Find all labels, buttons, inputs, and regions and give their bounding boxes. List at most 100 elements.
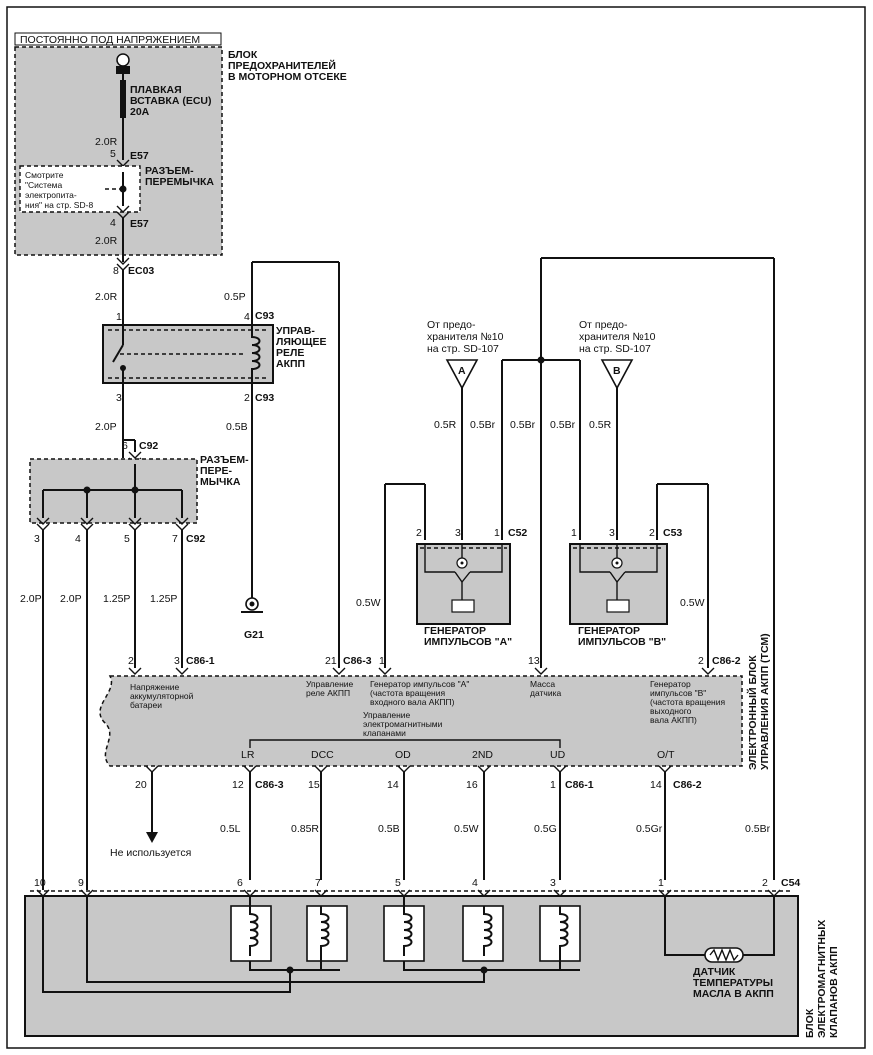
- wire-label: 0.5Br: [745, 823, 771, 835]
- gen-a-label-1: ГЕНЕРАТОР: [424, 625, 486, 637]
- pin-number: 13: [528, 655, 540, 667]
- wire-label: 2.0R: [95, 235, 118, 247]
- pin-number: 16: [466, 779, 478, 791]
- source-a-text-1: От предо-: [427, 319, 476, 331]
- temp-sensor-label-3: МАСЛА В АКПП: [693, 988, 774, 1000]
- tcm-gen-a-3: входного вала АКПП): [370, 697, 455, 707]
- wire-label: 0.5W: [454, 823, 479, 835]
- solenoid-coil-icon: [320, 906, 330, 956]
- pin-number: 2: [244, 392, 250, 404]
- temp-sensor-label-1: ДАТЧИК: [693, 966, 736, 978]
- pin-number: 1: [379, 655, 385, 667]
- solenoid-side-label-2: ЭЛЕКТРОМАГНИТНЫХ: [816, 920, 828, 1038]
- connector-label: C92: [186, 533, 205, 545]
- pin-number: 2: [416, 527, 422, 539]
- pin-number: 2: [698, 655, 704, 667]
- source-b-text-3: на стр. SD-107: [579, 343, 651, 355]
- solenoid-side-label-3: КЛАПАНОВ АКПП: [828, 946, 840, 1038]
- wire-label: 0.5Gr: [636, 823, 663, 835]
- solenoid-coil-icon: [483, 906, 493, 956]
- pin-number: 7: [315, 877, 321, 889]
- terminal-base-icon: [116, 66, 130, 74]
- wire-label: 0.5P: [224, 291, 246, 303]
- source-b-text-1: От предо-: [579, 319, 628, 331]
- outer-frame: [6, 6, 866, 1049]
- pin-number: 1: [571, 527, 577, 539]
- pin-number: 5: [124, 533, 130, 545]
- tcm-solenoid-ctrl-1: Управление: [363, 710, 411, 720]
- tcm-out-od: OD: [395, 749, 411, 761]
- fuse-block-title-2: ПРЕДОХРАНИТЕЛЕЙ: [228, 59, 336, 72]
- wire-label: 0.5B: [226, 421, 248, 433]
- relay-title-4: АКПП: [276, 358, 305, 370]
- relay-title-1: УПРАВ-: [276, 325, 315, 337]
- tcm-gen-a-2: (частота вращения: [370, 688, 445, 698]
- tcm-top-chevrons-icon: [128, 667, 715, 675]
- tcm-bottom-chevrons-icon: [145, 765, 672, 773]
- jumper2-title-1: РАЗЪЕМ-: [200, 454, 249, 466]
- tcm-gen-b-4: выходного: [650, 706, 692, 716]
- tcm-sensor-gnd-2: датчика: [530, 688, 561, 698]
- wire-label: 0.5Br: [510, 419, 536, 431]
- pin-number: 6: [122, 440, 128, 452]
- tcm-battery-2: аккумуляторной: [130, 691, 194, 701]
- tcm-side-label-2: УПРАВЛЕНИЯ АКПП (ТСМ): [759, 633, 771, 770]
- fuse-label-3: 20A: [130, 106, 150, 118]
- always-hot-label: ПОСТОЯННО ПОД НАПРЯЖЕНИЕМ: [20, 34, 200, 46]
- wire-label: 0.5G: [534, 823, 557, 835]
- pin-number: 12: [232, 779, 244, 791]
- pin-number: 4: [472, 877, 478, 889]
- wire-label: 0.5R: [589, 419, 612, 431]
- wire-label: 1.25P: [150, 593, 177, 605]
- pin-number: 4: [244, 311, 250, 323]
- pin-number: 3: [34, 533, 40, 545]
- jumper2-title-3: МЫЧКА: [200, 476, 241, 488]
- pin-number: 2: [649, 527, 655, 539]
- connector-label: C86-2: [673, 779, 702, 791]
- source-b-triangle-icon: [600, 359, 634, 390]
- pin-number: 3: [609, 527, 615, 539]
- tcm-relay-box: [102, 324, 274, 384]
- solenoid-coil-icon: [403, 906, 413, 956]
- tcm-solenoid-ctrl-3: клапанами: [363, 728, 406, 738]
- tcm-side-label-1: ЭЛЕКТРОННЫЙ БЛОК: [746, 655, 759, 770]
- not-used-arrow-icon: [146, 832, 158, 843]
- connector-label: C93: [255, 310, 274, 322]
- wire-label: 2.0P: [60, 593, 82, 605]
- connector-label: E57: [130, 218, 149, 230]
- tcm-gen-b-1: Генератор: [650, 679, 691, 689]
- ground-label: G21: [244, 629, 264, 641]
- connector-label: C54: [781, 877, 800, 889]
- jumper-note-3: электропита-: [25, 190, 77, 200]
- source-b-letter: B: [613, 365, 621, 377]
- wire-label: 0.5L: [220, 823, 241, 835]
- wire-label: 2.0R: [95, 291, 118, 303]
- battery-terminal-icon: [116, 53, 130, 67]
- tcm-solenoid-bracket: [249, 739, 561, 748]
- fuse-block: [14, 46, 223, 256]
- source-b-text-2: хранителя №10: [579, 331, 656, 343]
- relay-title-3: РЕЛЕ: [276, 347, 304, 359]
- pin-number: 2: [128, 655, 134, 667]
- pin-number: 21: [325, 655, 337, 667]
- solenoid-coil-icon: [559, 906, 569, 956]
- temp-sensor-wiring: [664, 896, 775, 956]
- pin-number: 15: [308, 779, 320, 791]
- wire-label: 2.0P: [20, 593, 42, 605]
- wire-label: 0.85R: [291, 823, 319, 835]
- tcm-out-lr: LR: [241, 749, 255, 761]
- wire-label: 0.5Br: [470, 419, 496, 431]
- tcm-relay-ctrl-1: Управление: [306, 679, 354, 689]
- tcm-solenoid-ctrl-2: электромагнитными: [363, 719, 443, 729]
- tcm-sensor-gnd-1: Масса: [530, 679, 555, 689]
- gen-a-label-2: ИМПУЛЬСОВ "А": [424, 636, 512, 648]
- pin-number: 6: [237, 877, 243, 889]
- tcm-out-dcc: DCC: [311, 749, 334, 761]
- fuse-label-2: ВСТАВКА (ECU): [130, 95, 212, 107]
- wire-label: 0.5R: [434, 419, 457, 431]
- tcm-out-ot: O/T: [657, 749, 675, 761]
- pin-number: 4: [75, 533, 81, 545]
- pin-number: 3: [455, 527, 461, 539]
